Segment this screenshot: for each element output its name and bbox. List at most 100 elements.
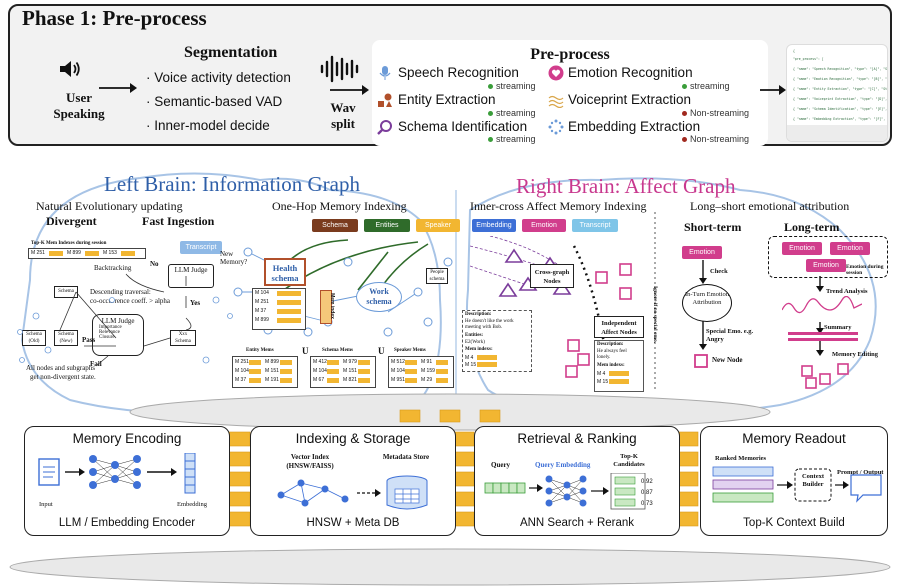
non-streaming-badge: Non-streaming — [682, 134, 749, 144]
segmentation-title: Segmentation — [184, 44, 278, 61]
emotion-recognition-label: Emotion Recognition — [568, 65, 693, 80]
streaming-badge: streaming — [682, 81, 730, 91]
people-schema-node: People schema — [426, 268, 448, 284]
check-label: Check — [710, 268, 728, 275]
microphone-icon — [379, 66, 391, 80]
new-memory-label: New Memory? — [220, 250, 248, 266]
mem-bar — [609, 371, 629, 376]
mem-bar — [49, 251, 63, 256]
streaming-badge: streaming — [488, 81, 536, 91]
score-value: 0.73 — [641, 501, 653, 507]
short-term-title: Short-term — [684, 220, 742, 234]
mem-cell: M 151 — [265, 368, 279, 374]
divergent-title: Divergent — [46, 214, 97, 228]
trend-wave-icon — [782, 296, 862, 314]
schema-tag: Schema — [312, 219, 358, 232]
topk-label: Top-K Mem Indexes during session — [31, 241, 107, 246]
card-title: Memory Encoding — [72, 431, 182, 446]
mem-bar — [436, 369, 448, 374]
emotion-tag: Emotion — [830, 242, 870, 255]
descending-label: Descending traversal: — [90, 288, 151, 296]
pass-label: Pass — [82, 336, 96, 344]
card-title: Memory Readout — [742, 431, 846, 446]
divider-line — [654, 212, 656, 392]
mem-cell: M 67 — [313, 377, 325, 383]
ignore-label: Ignore if no special emo. — [652, 286, 658, 344]
fast-ingestion-title: Fast Ingestion — [142, 214, 215, 228]
schema-mems-table: M 412 M 979 M 104 M 151 M 67 M 821 — [310, 356, 376, 388]
work-schema-label: Work schema — [366, 287, 392, 306]
special-emo-label: Special Emo. e.g. Angry — [706, 328, 754, 343]
new-node-label: New Node — [712, 356, 743, 364]
edited-nodes-icon — [801, 363, 849, 389]
mem-cell: M 899 — [255, 317, 269, 323]
cross-graph-node: Cross-graph Nodes — [530, 264, 574, 288]
score-value: 0.87 — [641, 490, 653, 496]
card-title: Indexing & Storage — [295, 431, 411, 446]
emotion-tag: Emotion — [806, 259, 846, 272]
score-value: 0.92 — [641, 479, 653, 485]
preprocess-panel: Pre-process Speech Recognition streaming… — [372, 40, 768, 146]
card-footer: LLM / Embedding Encoder — [58, 517, 196, 529]
mem-cell: M 37 — [255, 308, 267, 314]
emotion-tag: Emotion — [782, 242, 822, 255]
sparkle-icon — [548, 119, 564, 135]
embedding-label: Embedding — [177, 501, 207, 508]
preprocess-title: Pre-process — [530, 46, 610, 63]
user-label-line2: Speaking — [53, 106, 105, 121]
streaming-badge: streaming — [488, 108, 536, 118]
independent-affect-node: Independent Affect Nodes — [594, 316, 644, 338]
in-turn-label: In-Turn Emotion Attribution — [685, 291, 729, 306]
long-term-emotion-group — [768, 236, 888, 278]
retrieval-ranking-card: Retrieval & Ranking Query Query Embeddin… — [474, 426, 680, 536]
json-output-panel: { "pre_process": [ { "name": "Speech Rec… — [786, 44, 888, 142]
ranked-memories-label: Ranked Memories — [715, 455, 767, 462]
entities-label: Entities: — [465, 333, 484, 338]
description-label: Description: — [597, 342, 624, 347]
query-label: Query — [491, 461, 511, 469]
mem-cell: M 91 — [421, 359, 433, 365]
topk-candidates-label: Top-K Candidates — [613, 453, 645, 468]
mem-bar — [280, 369, 292, 374]
mem-bar — [436, 360, 448, 365]
trend-analysis-label: Trend Analysis — [826, 288, 868, 295]
speaker-mems-title: Speaker Mems — [394, 348, 426, 353]
transcript-tag: Transcript — [572, 219, 618, 232]
mem-cell: M 104 — [313, 368, 327, 374]
mem-cell: M 159 — [421, 368, 435, 374]
mem-bar — [327, 360, 339, 365]
memory-readout-card: Memory Readout Ranked Memories Prompt / … — [700, 426, 888, 536]
encoder-network-icon — [38, 453, 196, 494]
entity-mems-title: Entity Mems — [246, 348, 274, 353]
mem-cell: M 899 — [265, 359, 279, 365]
wav-label-line2: split — [331, 116, 355, 131]
speaker-icon — [60, 61, 80, 77]
memory-layer-platform — [9, 393, 891, 586]
mem-cell: M 104 — [235, 368, 249, 374]
new-node-icon — [694, 354, 708, 368]
context-builder-label: Context Builder — [801, 473, 825, 488]
union-symbol: U — [302, 346, 309, 356]
entities-tag: Entities — [364, 219, 410, 232]
mem-bar — [277, 318, 301, 323]
mem-bar — [405, 378, 417, 383]
mem-bar — [358, 360, 370, 365]
phase1-title: Phase 1: Pre-process — [22, 6, 207, 30]
xxx-schema-node: Xxx Schema — [170, 330, 196, 346]
card-footer: Top-K Context Build — [743, 517, 845, 529]
mem-cell: M 4 — [465, 355, 474, 361]
mem-cell: M 951 — [391, 377, 405, 383]
mem-cell: M 29 — [421, 377, 433, 383]
embedding-extraction-label: Embedding Extraction — [568, 119, 701, 134]
left-brain-title: Left Brain: Information Graph — [104, 172, 360, 196]
long-term-title: Long-term — [784, 220, 840, 234]
embedding-tag: Embedding — [472, 219, 516, 232]
summary-label: Summary — [824, 324, 852, 331]
mem-bar — [280, 378, 292, 383]
readout-flow-icon — [712, 466, 882, 503]
cooccurrence-label: co-occurrence coeff. > alpha — [90, 297, 170, 305]
criteria-relevance: Relevance — [99, 330, 120, 335]
wave-icon — [548, 95, 564, 108]
criteria-importance: Importance — [99, 325, 122, 330]
mem-bar — [280, 360, 292, 365]
